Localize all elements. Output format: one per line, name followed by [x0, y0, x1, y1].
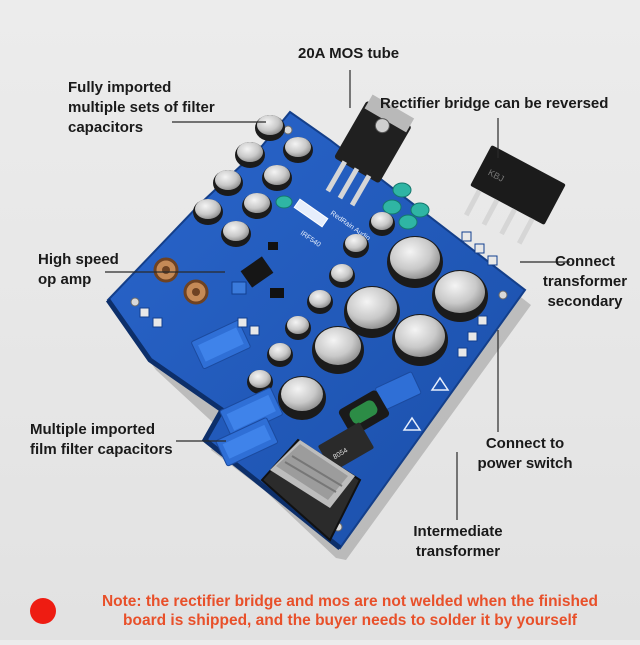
transformer-block	[260, 438, 362, 542]
warning-marks	[402, 376, 450, 431]
op-amp-chip	[240, 242, 284, 298]
trimmer	[231, 281, 247, 295]
mos-tube	[325, 94, 415, 207]
relay: 8054	[318, 390, 390, 472]
op-amp-label: High speed op amp	[38, 251, 119, 288]
terminal-pads	[139, 231, 498, 358]
transformer-secondary-label: Connect transformer secondary	[542, 253, 628, 310]
mos-tube-label: 20A MOS tube	[298, 45, 400, 62]
filter-caps-label: Fully imported multiple sets of filter c…	[68, 79, 215, 136]
rectifier-label: Rectifier bridge can be reversed	[380, 95, 609, 112]
power-switch-label: Connect to power switch	[477, 435, 573, 472]
ceramic-capacitors	[275, 182, 430, 230]
small-capacitors	[247, 212, 395, 394]
film-caps-label: Multiple imported film filter capacitors	[30, 421, 173, 458]
note-dot	[30, 598, 56, 624]
filter-capacitor-group	[193, 115, 313, 247]
intermediate-transformer-label: Intermediate transformer	[413, 523, 503, 560]
leader-lines	[105, 70, 570, 520]
shipping-note: Note: the rectifier bridge and mos are n…	[101, 593, 599, 629]
rca-jacks	[153, 257, 209, 305]
rectifier-bridge: KBJ	[464, 145, 566, 245]
main-filter-capacitors	[278, 236, 488, 420]
